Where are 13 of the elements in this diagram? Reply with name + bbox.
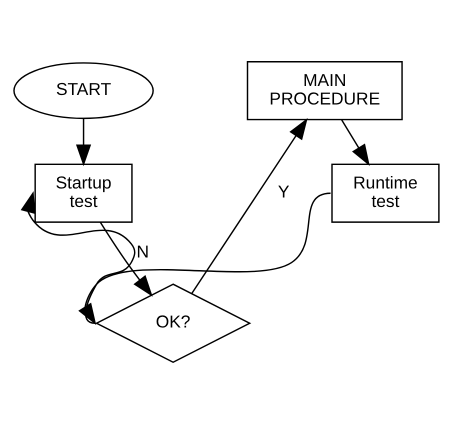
node-box: Startup test (34, 163, 133, 222)
node-diamond: OK? (94, 282, 252, 363)
node-box: Runtime test (331, 163, 440, 222)
arrow (78, 192, 331, 325)
arrow (20, 190, 136, 324)
arrow (191, 117, 308, 294)
node-ellipse: START (13, 62, 154, 119)
arrow (76, 118, 92, 166)
edge-label: N (136, 241, 150, 262)
arrow (341, 119, 370, 166)
arrow (100, 221, 153, 296)
edge-label: Y (278, 181, 290, 202)
node-box: MAIN PROCEDURE (246, 60, 403, 120)
